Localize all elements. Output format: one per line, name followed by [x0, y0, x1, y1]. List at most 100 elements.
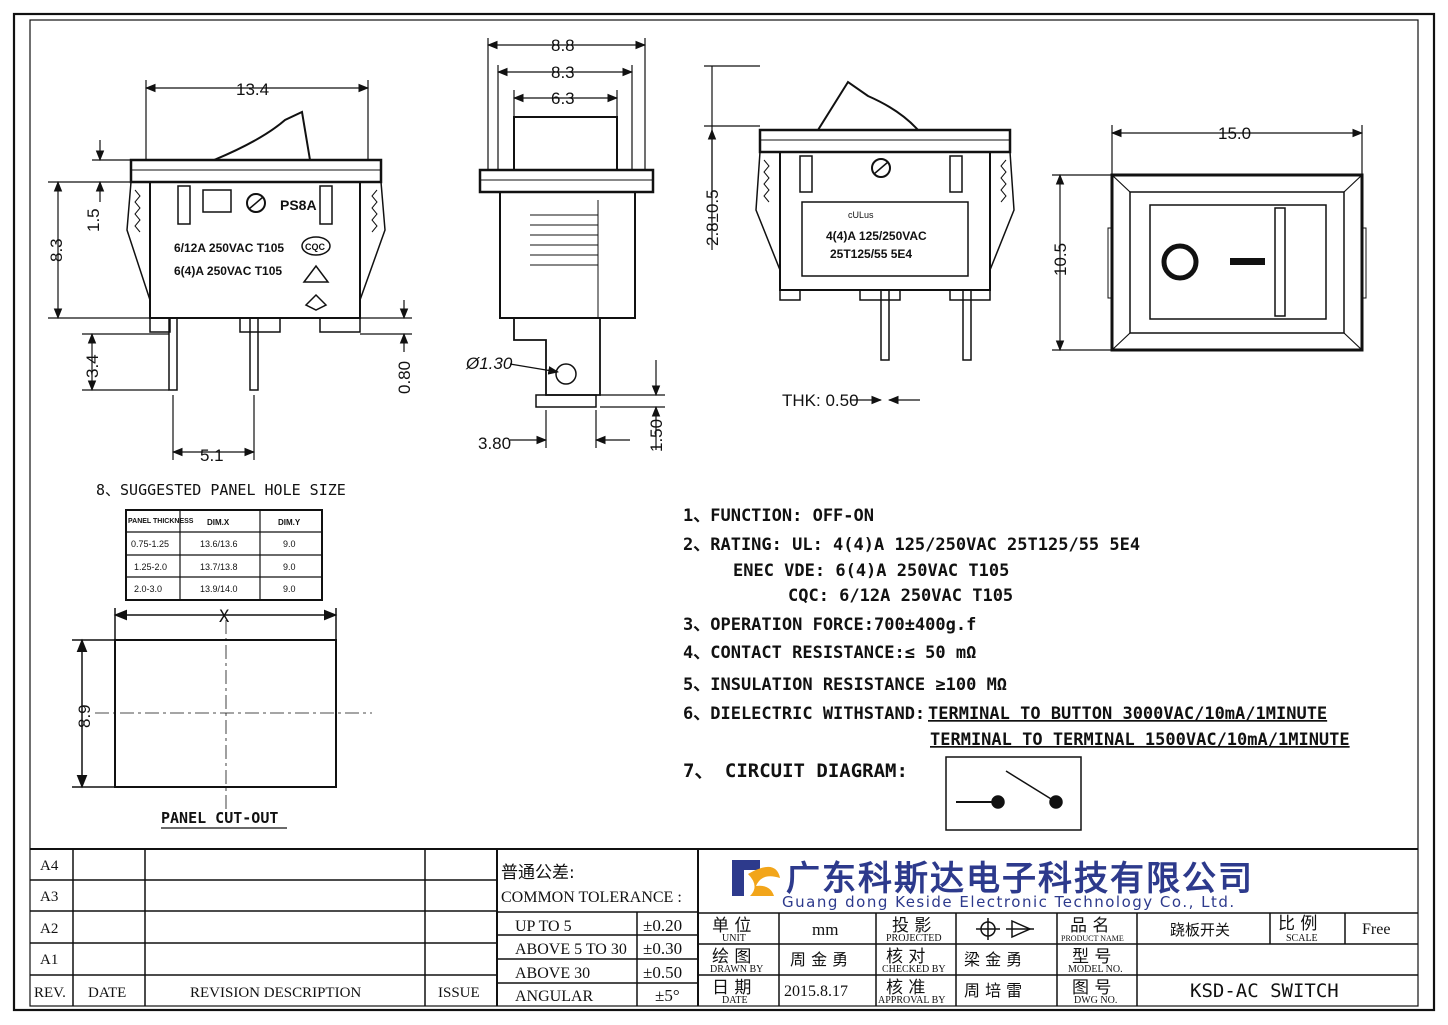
- top-view: [1107, 173, 1367, 352]
- dwg-label-cn: 图 号: [1072, 978, 1111, 998]
- approval-by-value: 周 培 雷: [964, 981, 1022, 1000]
- front-rating-line2: 6(4)A 250VAC T105: [174, 264, 282, 278]
- dwg-number-value: KSD-AC SWITCH: [1190, 980, 1339, 1002]
- product-name-label-en: PRODUCT NAME: [1061, 934, 1124, 943]
- checked-label-cn: 核 对: [886, 947, 925, 967]
- top-dimensions: [1052, 125, 1364, 352]
- model-label-cn: 型 号: [1072, 947, 1111, 967]
- dim-front-height: 8.3: [47, 238, 66, 262]
- panel-hole-header-thickness: PANEL THICKNESS: [128, 518, 194, 525]
- unit-value: mm: [812, 920, 838, 939]
- rev-header-rev: REV.: [34, 985, 66, 1001]
- spec-rating-ul: 2、RATING: UL: 4(4)A 125/250VAC 25T125/55…: [683, 535, 1140, 555]
- checked-label-en: CHECKED BY: [882, 964, 946, 975]
- rev-header-issue: ISSUE: [438, 985, 480, 1001]
- checked-by-value: 梁 金 勇: [964, 950, 1022, 969]
- title-block: [30, 848, 1418, 1006]
- dim-front-pin-length: 3.4: [83, 354, 102, 378]
- dim-rear-thickness: THK: 0.50: [782, 391, 859, 410]
- approval-label-cn: 核 准: [886, 978, 925, 998]
- panel-hole-title: 8、SUGGESTED PANEL HOLE SIZE: [96, 481, 346, 499]
- projection-symbol-icon: [976, 918, 1034, 940]
- unit-label-cn: 单 位: [712, 916, 751, 936]
- dim-rear-height: 2.8±0.5: [703, 189, 722, 246]
- rear-ul-mark: cULus: [848, 210, 874, 220]
- panel-hole-row3-y: 9.0: [283, 584, 296, 594]
- front-rating-line1: 6/12A 250VAC T105: [174, 241, 284, 255]
- tolerance-range-2: ABOVE 5 TO 30: [515, 941, 627, 958]
- rear-dimensions: [704, 65, 920, 405]
- panel-cutout-caption: PANEL CUT-OUT: [161, 809, 278, 827]
- panel-cutout-x-label: X: [219, 607, 230, 627]
- scale-label-en: SCALE: [1286, 933, 1318, 944]
- dim-front-pin-pitch: 5.1: [200, 446, 224, 465]
- panel-hole-header-x: DIM.X: [207, 518, 230, 527]
- tolerance-value-1: ±0.20: [643, 916, 682, 935]
- projected-label-en: PROJECTED: [886, 933, 942, 944]
- tolerance-value-3: ±0.50: [643, 963, 682, 982]
- scale-value: Free: [1362, 921, 1390, 938]
- tolerance-title-cn: 普通公差:: [501, 863, 575, 883]
- panel-hole-row1-thk: 0.75-1.25: [131, 539, 169, 549]
- rear-rating-line1: 4(4)A 125/250VAC: [826, 229, 927, 243]
- spec-function: 1、FUNCTION: OFF-ON: [683, 506, 874, 526]
- panel-hole-row2-x: 13.7/13.8: [200, 562, 238, 572]
- rev-row-a1: A1: [40, 952, 58, 968]
- side-dimensions: [486, 38, 665, 450]
- tolerance-value-2: ±0.30: [643, 939, 682, 958]
- tolerance-value-4: ±5°: [655, 986, 680, 1005]
- spec-circuit-label: 7、 CIRCUIT DIAGRAM:: [683, 760, 908, 782]
- panel-hole-row3-x: 13.9/14.0: [200, 584, 238, 594]
- panel-hole-row3-thk: 2.0-3.0: [134, 584, 162, 594]
- product-name-label-cn: 品 名: [1070, 916, 1109, 936]
- rev-row-a2: A2: [40, 921, 58, 937]
- dim-front-flange: 1.5: [84, 208, 103, 232]
- panel-hole-row1-x: 13.6/13.6: [200, 539, 238, 549]
- dim-top-width: 15.0: [1218, 124, 1251, 143]
- spec-operation-force: 3、OPERATION FORCE:700±400g.f: [683, 615, 976, 635]
- panel-cutout: [72, 608, 372, 829]
- dim-side-outer: 8.8: [551, 36, 575, 55]
- dim-side-mid: 8.3: [551, 63, 575, 82]
- outer-border: [12, 12, 1436, 1012]
- drawn-by-value: 周 金 勇: [790, 950, 848, 969]
- date-label-en: DATE: [722, 995, 748, 1006]
- panel-hole-row2-y: 9.0: [283, 562, 296, 572]
- date-label-cn: 日 期: [712, 978, 751, 998]
- spec-rating-enec: ENEC VDE: 6(4)A 250VAC T105: [733, 561, 1009, 581]
- spec-contact-resistance: 4、CONTACT RESISTANCE:≤ 50 mΩ: [683, 643, 976, 663]
- rev-header-description: REVISION DESCRIPTION: [190, 985, 361, 1001]
- spec-dielectric-1: TERMINAL TO BUTTON 3000VAC/10mA/1MINUTE: [928, 704, 1327, 724]
- spec-notes: 1、FUNCTION: OFF-ON 2、RATING: UL: 4(4)A 1…: [683, 506, 1350, 782]
- unit-label-en: UNIT: [722, 933, 746, 944]
- scale-label-cn: 比 例: [1278, 914, 1317, 934]
- drawn-label-cn: 绘 图: [712, 947, 751, 967]
- front-dimensions: [48, 80, 412, 460]
- dim-front-width: 13.4: [236, 80, 269, 99]
- panel-hole-table: [125, 509, 323, 601]
- panel-hole-row1-y: 9.0: [283, 539, 296, 549]
- rear-rating-line2: 25T125/55 5E4: [830, 247, 912, 261]
- panel-hole-header-y: DIM.Y: [278, 518, 301, 527]
- tolerance-range-3: ABOVE 30: [515, 965, 590, 982]
- circuit-diagram: [945, 756, 1082, 831]
- dim-top-height: 10.5: [1051, 243, 1070, 276]
- panel-cutout-y-dim: 8.9: [75, 704, 94, 728]
- front-cqc-mark: CQC: [305, 242, 326, 252]
- tolerance-range-1: UP TO 5: [515, 918, 572, 935]
- dim-side-pin-length: 1.50: [647, 419, 666, 452]
- dim-front-pin-thickness: 0.80: [395, 361, 414, 394]
- spec-dielectric-label: 6、DIELECTRIC WITHSTAND:: [683, 704, 925, 724]
- front-model-label: PS8A: [280, 197, 317, 213]
- rev-row-a4: A4: [40, 858, 59, 874]
- dwg-label-en: DWG NO.: [1074, 995, 1117, 1006]
- tolerance-title-en: COMMON TOLERANCE :: [501, 889, 682, 906]
- drawn-label-en: DRAWN BY: [710, 964, 763, 975]
- spec-insulation-resistance: 5、INSULATION RESISTANCE ≥100 MΩ: [683, 675, 1007, 695]
- dim-side-inner: 6.3: [551, 89, 575, 108]
- side-view: [478, 116, 655, 408]
- rev-header-date: DATE: [88, 985, 126, 1001]
- dim-side-pin: 3.80: [478, 434, 511, 453]
